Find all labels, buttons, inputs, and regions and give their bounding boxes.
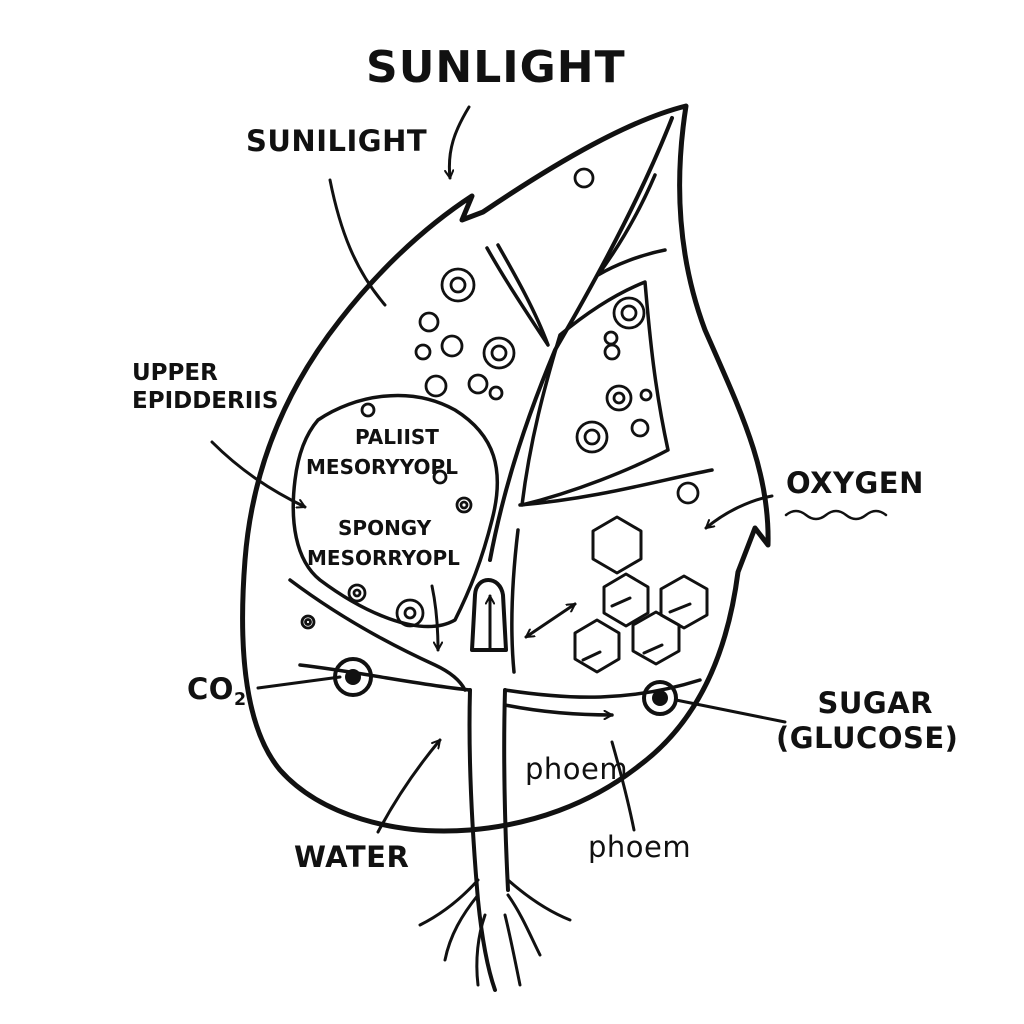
- upper-epidermis-line-1: UPPER: [132, 360, 218, 386]
- upper-epidermis-label: UPPER EPIDDERIIS: [132, 360, 278, 415]
- palisade-line-1: PALIIST: [354, 425, 439, 449]
- upper-epidermis-line-2: EPIDDERIIS: [132, 387, 279, 414]
- epidermis-arrow: [210, 440, 307, 509]
- spongy-line-2: MESORRYOPL: [307, 546, 460, 570]
- palisade-label: PALIIST MESORYYOPL: [306, 425, 458, 479]
- sugar-pointer: [674, 698, 787, 724]
- phloem-outer-label: phoem: [588, 830, 692, 864]
- oxygen-wave: [784, 509, 888, 521]
- root-1: [418, 878, 480, 927]
- vein-upper-left: [485, 243, 550, 347]
- sunlight-pointer: [328, 178, 387, 307]
- co2-stoma-core: [345, 669, 361, 685]
- midrib-branch-top: [596, 173, 667, 277]
- bottom-vein-right: [503, 678, 702, 699]
- oxygen-label: OXYGEN: [786, 466, 924, 500]
- spongy-line-1: SPONGY: [338, 516, 432, 540]
- co2-label-base: CO: [187, 672, 234, 706]
- root-4: [506, 878, 572, 922]
- title-arrow: [449, 105, 471, 180]
- sugar-stoma: [642, 680, 678, 716]
- sugar-line-1: SUGAR: [817, 686, 933, 720]
- exchange-arrow: [524, 602, 577, 639]
- spongy-arrow: [430, 584, 438, 652]
- bottom-vein-left: [298, 663, 472, 692]
- title-label: SUNLIGHT: [366, 42, 626, 93]
- sugar-label: SUGAR (GLUCOSE): [776, 686, 958, 756]
- sunlight-label: SUNILIGHT: [246, 124, 428, 158]
- stem-left: [467, 688, 497, 992]
- spongy-vein: [288, 578, 467, 692]
- xylem-channel: [470, 578, 508, 652]
- water-label: WATER: [294, 840, 410, 874]
- vein-lower-right: [518, 468, 714, 507]
- co2-pointer: [256, 675, 342, 690]
- co2-label: CO2: [187, 672, 247, 711]
- palisade-line-2: MESORYYOPL: [306, 455, 458, 479]
- water-arrow: [376, 738, 442, 834]
- sugar-line-2: (GLUCOSE): [776, 720, 959, 755]
- glucose-molecules: [573, 515, 709, 674]
- chamber-right-wall: [510, 528, 520, 674]
- chloroplasts: [300, 167, 700, 630]
- phloem-pointer: [610, 740, 636, 832]
- co2-label-sub: 2: [233, 690, 247, 711]
- spongy-label: SPONGY MESORRYOPL: [307, 516, 460, 570]
- leaf-outline: [240, 103, 771, 834]
- stem-right: [502, 688, 510, 892]
- root-2: [443, 893, 480, 962]
- oxygen-arrow: [704, 494, 774, 530]
- phloem-flow-arrow: [503, 703, 614, 715]
- phloem-inner-label: phoem: [525, 752, 629, 786]
- midrib: [488, 116, 674, 562]
- root-5: [506, 893, 542, 957]
- palisade-chamber: [291, 393, 500, 629]
- root-6: [503, 913, 522, 987]
- sugar-stoma-core: [652, 690, 668, 706]
- vein-right-lobe: [520, 280, 670, 507]
- root-3: [475, 913, 487, 987]
